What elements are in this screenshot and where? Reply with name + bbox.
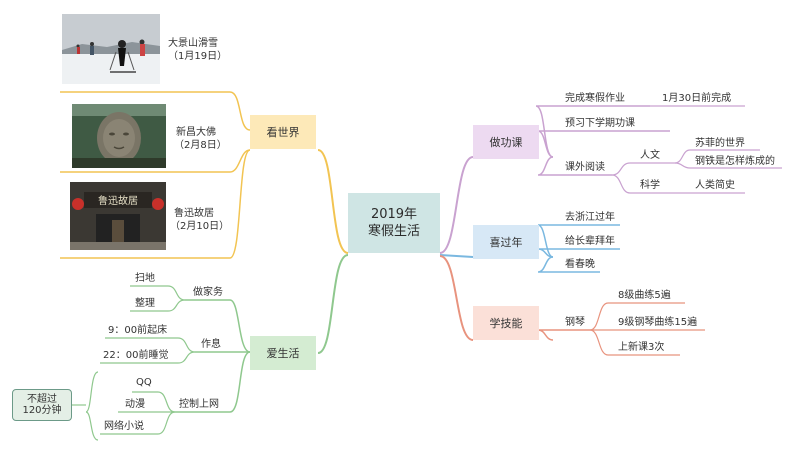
leaf-saodi[interactable]: 扫地 bbox=[135, 273, 155, 285]
leaf-bainian[interactable]: 给长辈拜年 bbox=[565, 236, 615, 248]
subtopic-kexue[interactable]: 科学 bbox=[640, 180, 660, 192]
connector-center-kan bbox=[318, 150, 348, 253]
summary-limit-line2: 120分钟 bbox=[22, 405, 61, 416]
buddha-photo bbox=[72, 104, 166, 168]
photo-caption-buddha-name: 新昌大佛 bbox=[176, 127, 216, 139]
leaf-9ji[interactable]: 9级钢琴曲练15遍 bbox=[618, 317, 697, 329]
leaf-wangluo-xiaoshuo[interactable]: 网络小说 bbox=[104, 421, 144, 433]
topic-zuo-gongke-label: 做功课 bbox=[490, 134, 523, 150]
topic-xue-jineng[interactable]: 学技能 bbox=[473, 306, 539, 340]
central-topic-line2: 寒假生活 bbox=[368, 223, 420, 240]
topic-xi-guonian-label: 喜过年 bbox=[490, 234, 523, 250]
leaf-shuijiao[interactable]: 22：00前睡觉 bbox=[103, 350, 168, 362]
summary-limit-bubble[interactable]: 不超过 120分钟 bbox=[12, 389, 72, 421]
photo-caption-buddha-date: （2月8日） bbox=[174, 140, 227, 152]
topic-xi-guonian[interactable]: 喜过年 bbox=[473, 225, 539, 259]
leaf-xinke[interactable]: 上新课3次 bbox=[618, 342, 664, 354]
subtopic-yuxi[interactable]: 预习下学期功课 bbox=[565, 118, 635, 130]
connector-center-ai bbox=[318, 255, 348, 353]
leaf-qichuang[interactable]: 9：00前起床 bbox=[108, 325, 167, 337]
ski-photo bbox=[62, 14, 160, 84]
photo-caption-ski-name: 大景山滑雪 bbox=[168, 38, 218, 50]
photo-caption-luxun-date: （2月10日） bbox=[170, 221, 229, 233]
central-topic-line1: 2019年 bbox=[371, 206, 417, 223]
subtopic-hanjia-zuoye[interactable]: 完成寒假作业 bbox=[565, 93, 625, 105]
luxun-house-photo: 鲁迅故居 bbox=[70, 182, 166, 250]
subtopic-kongzhi-shangwang[interactable]: 控制上网 bbox=[179, 399, 219, 411]
photo-caption-ski-date: （1月19日） bbox=[168, 51, 227, 63]
topic-kan-shijie[interactable]: 看世界 bbox=[250, 115, 316, 149]
topic-ai-shenghuo[interactable]: 爱生活 bbox=[250, 336, 316, 370]
connector-center-zuo bbox=[440, 157, 473, 253]
leaf-renlei-jianshi[interactable]: 人类简史 bbox=[695, 180, 735, 192]
leaf-sufei[interactable]: 苏菲的世界 bbox=[695, 138, 745, 150]
leaf-dongman[interactable]: 动漫 bbox=[125, 399, 145, 411]
leaf-zhengli[interactable]: 整理 bbox=[135, 298, 155, 310]
topic-xue-jineng-label: 学技能 bbox=[490, 315, 523, 331]
subtopic-renwen[interactable]: 人文 bbox=[640, 150, 660, 162]
summary-limit-line1: 不超过 bbox=[27, 394, 57, 405]
leaf-8ji[interactable]: 8级曲练5遍 bbox=[618, 290, 671, 302]
central-topic[interactable]: 2019年 寒假生活 bbox=[348, 193, 440, 253]
leaf-chunwan[interactable]: 看春晚 bbox=[565, 259, 595, 271]
leaf-zuoye-deadline[interactable]: 1月30日前完成 bbox=[662, 93, 731, 105]
topic-kan-shijie-label: 看世界 bbox=[267, 124, 300, 140]
connector-center-xi bbox=[440, 255, 473, 257]
topic-zuo-gongke[interactable]: 做功课 bbox=[473, 125, 539, 159]
subtopic-kewai-yuedu[interactable]: 课外阅读 bbox=[565, 162, 605, 174]
connector-center-xue bbox=[440, 256, 473, 340]
leaf-gangtie[interactable]: 钢铁是怎样炼成的 bbox=[695, 156, 775, 168]
subtopic-zuo-jiawu[interactable]: 做家务 bbox=[193, 287, 223, 299]
subtopic-gangqin[interactable]: 钢琴 bbox=[565, 317, 585, 329]
leaf-zhejiang[interactable]: 去浙江过年 bbox=[565, 212, 615, 224]
topic-ai-shenghuo-label: 爱生活 bbox=[267, 345, 300, 361]
svg-text:鲁迅故居: 鲁迅故居 bbox=[98, 194, 138, 207]
subtopic-zuoxi[interactable]: 作息 bbox=[201, 339, 221, 351]
leaf-qq[interactable]: QQ bbox=[136, 377, 152, 389]
photo-caption-luxun-name: 鲁迅故居 bbox=[174, 208, 214, 220]
